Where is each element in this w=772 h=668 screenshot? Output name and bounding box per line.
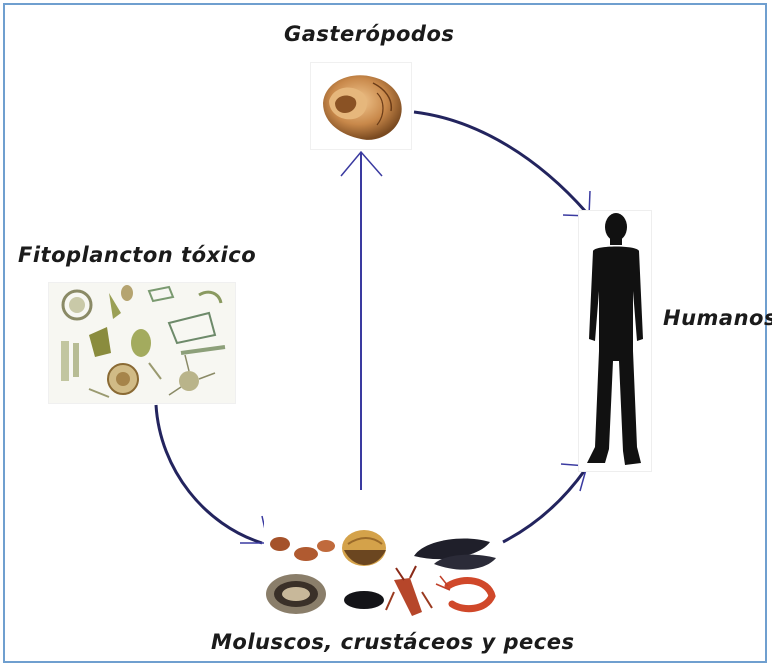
label-humanos: Humanos	[663, 306, 772, 330]
shellfish-crustaceans-image	[264, 520, 502, 622]
human-silhouette-image	[578, 210, 652, 472]
label-moluscos: Moluscos, crustáceos y peces	[211, 630, 575, 654]
phytoplankton-microscopy-image	[48, 282, 236, 404]
arrow-moluscos-to-humanos	[503, 470, 585, 542]
label-gasteropodos: Gasterópodos	[284, 22, 454, 46]
sea-snail-shell-image	[310, 62, 412, 150]
arrow-fitoplancton-to-moluscos	[156, 405, 262, 543]
label-fitoplancton: Fitoplancton tóxico	[18, 243, 256, 267]
arrow-gasteropodos-to-humanos	[414, 112, 586, 212]
